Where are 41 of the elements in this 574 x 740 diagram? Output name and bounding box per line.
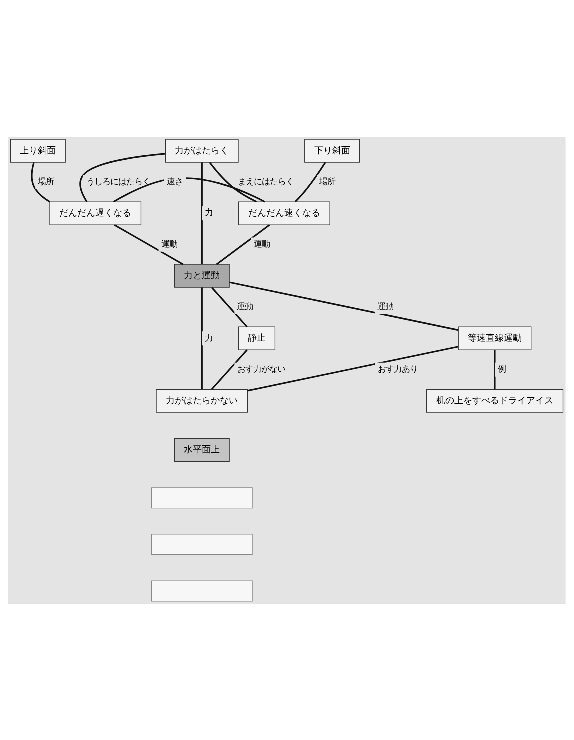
connector: [211, 286, 248, 328]
node-box: だんだん速くなる: [238, 201, 330, 225]
connector: [201, 287, 203, 390]
node-box: 力がはたらく: [165, 138, 239, 162]
edge-label: 例: [498, 364, 506, 374]
edge-label: 運動: [378, 301, 394, 312]
connector: [494, 350, 496, 390]
node-box: 下り斜面: [304, 138, 360, 162]
edge-label: おす力あり: [378, 364, 418, 374]
node-box: 机の上をすべるドライアイス: [426, 388, 564, 412]
node-box: [151, 580, 253, 602]
connector: [114, 224, 184, 265]
connector: [216, 224, 270, 265]
node-box: [151, 534, 253, 555]
connector: [209, 162, 258, 202]
edge-label: 運動: [237, 301, 254, 312]
edge-label: 力: [205, 207, 214, 218]
connector: [201, 162, 203, 264]
connector: [31, 162, 50, 202]
edge-label: 速さ: [167, 176, 184, 186]
connector: [113, 176, 266, 202]
node-box: 力と運動: [174, 264, 230, 288]
connector: [248, 346, 459, 392]
edge-label: 場所: [320, 176, 336, 186]
edge-label: おす力がない: [238, 364, 286, 374]
node-box: 静止: [238, 326, 276, 350]
node-box: 水平面上: [174, 438, 230, 462]
connector: [80, 152, 166, 202]
edge-label: 運動: [161, 238, 178, 248]
edge-label: 力: [205, 332, 214, 342]
edge-label: まえにはたらく: [238, 176, 294, 186]
edge-label: 場所: [38, 176, 54, 186]
connector: [230, 281, 459, 331]
node-box: 力がはたらかない: [156, 388, 248, 412]
node-box: 上り斜面: [10, 138, 66, 162]
connector: [211, 349, 248, 390]
node-box: [151, 487, 253, 508]
node-box: だんだん遅くなる: [50, 201, 142, 225]
node-box: 等速直線運動: [458, 326, 532, 350]
connector: [294, 162, 326, 202]
edge-label: 運動: [254, 238, 270, 248]
